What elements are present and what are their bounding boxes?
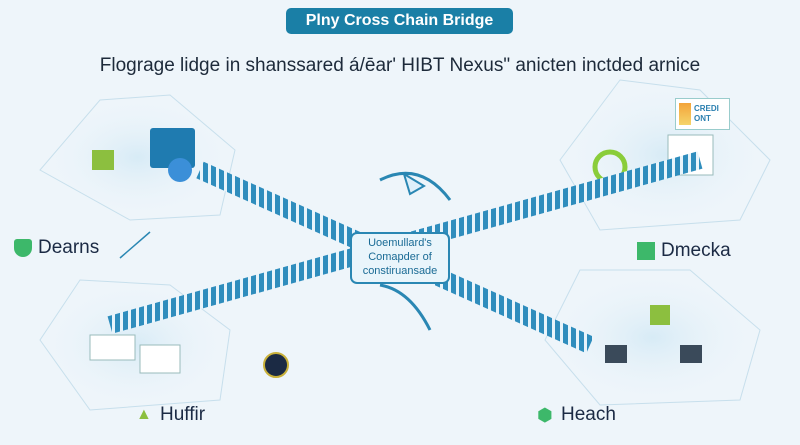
hub-bottom-left bbox=[39, 279, 289, 411]
arrow-top bbox=[379, 171, 452, 201]
hub-label-huffir: ▲ Huffir bbox=[136, 404, 205, 426]
center-line-1: Uoemullard's bbox=[368, 237, 432, 249]
subtitle: Flograge lidge in shanssared á/ēar' HIBT… bbox=[99, 55, 701, 76]
center-line-3: constiruansade bbox=[362, 265, 438, 277]
shield-icon bbox=[14, 239, 32, 257]
hub-label-dmecka: Dmecka bbox=[637, 240, 731, 262]
cube-icon bbox=[637, 242, 655, 260]
hub-name: Heach bbox=[561, 404, 616, 425]
hub-label-heach: ⬢ Heach bbox=[537, 404, 616, 426]
arrow-bottom bbox=[379, 283, 432, 331]
credit-card-graphic: CREDI ONT bbox=[675, 98, 730, 130]
center-line-2: Comapder of bbox=[368, 251, 432, 263]
hub-top-left bbox=[39, 94, 236, 221]
title-badge: Plny Cross Chain Bridge bbox=[286, 8, 513, 34]
hub-bottom-right bbox=[544, 269, 761, 406]
hexagon-icon: ⬢ bbox=[537, 405, 553, 425]
triangle-nodes-icon: ▲ bbox=[136, 406, 152, 423]
hub-name: Dearns bbox=[38, 237, 100, 258]
hub-name: Huffir bbox=[160, 404, 206, 425]
card-line-2: ONT bbox=[694, 114, 711, 123]
card-line-1: CREDI bbox=[694, 104, 719, 113]
hub-top-right bbox=[559, 79, 771, 231]
center-info-box: Uoemullard's Comapder of constiruansade bbox=[350, 232, 450, 284]
arrow-left bbox=[119, 231, 151, 259]
hub-label-dearns: Dearns bbox=[14, 237, 99, 259]
hub-name: Dmecka bbox=[661, 240, 731, 261]
